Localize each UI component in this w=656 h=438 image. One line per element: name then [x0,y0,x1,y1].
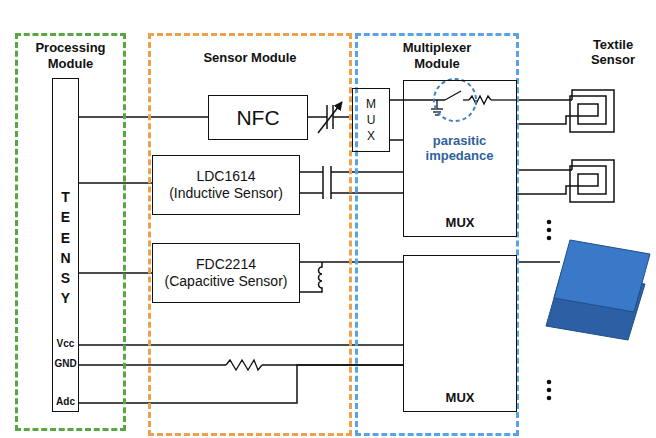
node-text: GND [49,359,82,369]
wire-connector [390,139,403,141]
node-text: NFC [236,105,279,130]
sensor-chip-box: FDC2214(Capacitive Sensor) [152,243,300,303]
node-text: (Inductive Sensor) [169,185,283,202]
module-region: Multiplexer ModuleMUX MUX MUX [355,33,519,436]
node-text: MUX [365,96,377,145]
resistor-symbol [226,359,262,371]
node-text: TEENSY [59,187,73,309]
node-text: Processing Module [21,40,121,71]
textile-plates [546,240,650,340]
module-region: Sensor ModuleNFC LDC1614(Inductive Sensor… [148,33,352,436]
wire-connector [79,182,152,184]
wire-connector [390,99,403,101]
textile-coil [570,90,614,202]
node-text: Vcc [49,339,82,349]
variable-capacitor [318,102,342,133]
small-mux: MUX [352,88,390,152]
module-region: Processing ModuleTEENSY VccGND Adc [15,33,126,431]
node-text: FDC2214 [196,256,256,273]
section-label: Textile Sensor [577,38,649,68]
sensor-chip-box: LDC1614(Inductive Sensor) [152,155,300,215]
capacitor-symbol [323,166,331,199]
node-text: Sensor Module [160,50,340,66]
wire-connector [79,116,208,118]
node-text: MUX [446,215,475,231]
inductor-symbol [300,262,322,292]
sensor-chip-box: NFC [208,95,308,140]
mux-box: MUX [403,255,517,412]
node-text: Adc [49,397,82,407]
node-text: Multiplexer Module [387,40,487,71]
node-text: MUX [446,390,475,406]
node-text: (Capacitive Sensor) [165,273,288,290]
parasitic-switch [403,79,517,121]
annotation-label: parasitic impedance [412,134,507,164]
wire-connector [79,272,152,274]
teensy-board: TEENSY VccGND Adc [52,78,79,412]
node-text: LDC1614 [196,168,255,185]
